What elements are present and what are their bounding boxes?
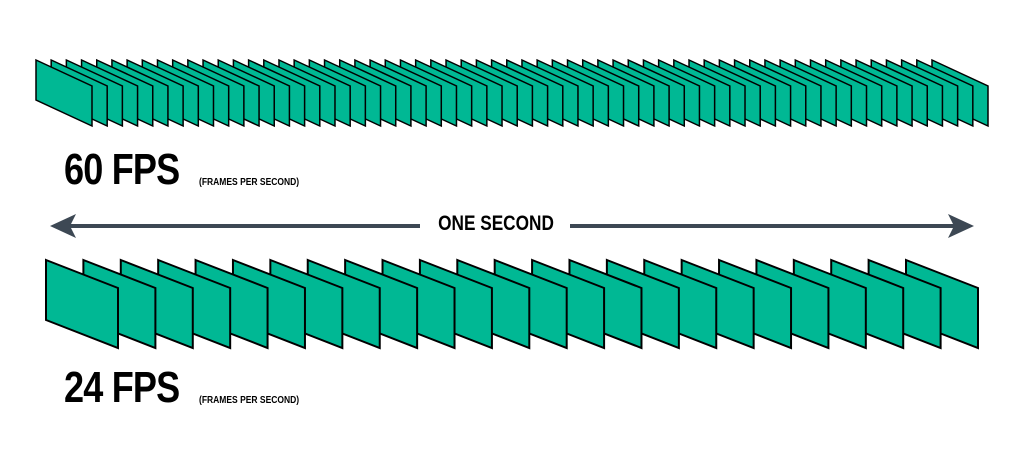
one-second-label: ONE SECOND xyxy=(438,212,554,235)
fps-60-title: 60 FPS xyxy=(64,148,205,192)
frames-row-60fps xyxy=(35,58,989,128)
arrow-head-left xyxy=(50,214,76,238)
fps-60-main-label: 60 FPS xyxy=(64,145,180,194)
frame-card xyxy=(45,258,119,350)
arrow-head-right xyxy=(948,214,974,238)
frames-row-24fps xyxy=(45,258,979,350)
fps-60-subtitle: (FRAMES PER SECOND) xyxy=(199,177,300,188)
fps-24-title: 24 FPS xyxy=(64,366,205,410)
fps-24-main-label: 24 FPS xyxy=(64,363,180,412)
fps-24-subtitle: (FRAMES PER SECOND) xyxy=(199,395,300,406)
frame-card xyxy=(35,58,93,128)
one-second-arrow xyxy=(50,214,974,238)
